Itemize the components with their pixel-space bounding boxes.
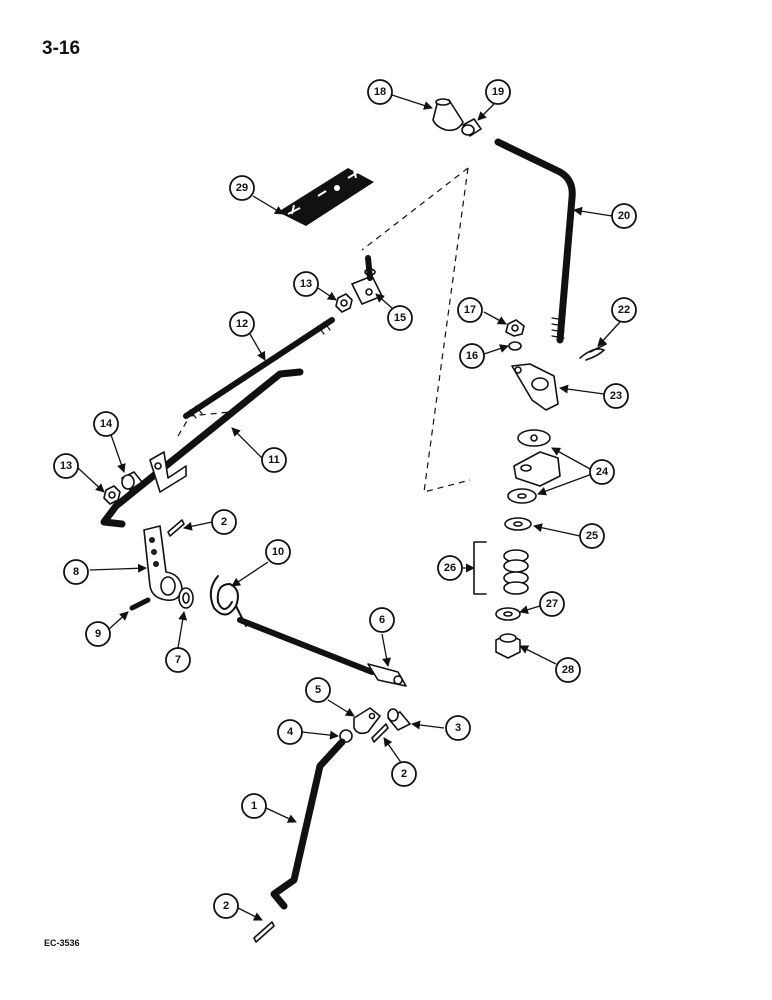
callout-20: 20 (611, 203, 637, 229)
callout-28: 28 (555, 657, 581, 683)
callout-3: 3 (445, 715, 471, 741)
bushing (461, 118, 482, 137)
svg-text:9: 9 (95, 628, 101, 640)
clevis-pin (387, 708, 411, 731)
bracket (149, 451, 187, 493)
callout-4: 4 (277, 719, 303, 745)
callout-18: 18 (367, 79, 393, 105)
svg-text:13: 13 (300, 278, 312, 290)
callout-25: 25 (579, 523, 605, 549)
shift-lever-rod (494, 138, 576, 344)
washer-27 (495, 607, 521, 621)
svg-text:17: 17 (464, 304, 476, 316)
svg-text:10: 10 (272, 546, 284, 558)
callout-9: 9 (85, 621, 111, 647)
svg-text:25: 25 (586, 530, 598, 542)
washer-25 (504, 517, 532, 531)
lock-washer (508, 341, 522, 351)
callout-14: 14 (93, 411, 119, 437)
callout-24: 24 (589, 459, 615, 485)
svg-text:20: 20 (618, 210, 630, 222)
threaded-rod (183, 317, 335, 419)
drawing-code: EC-3536 (44, 938, 80, 948)
callout-2-upper: 2 (211, 509, 237, 535)
page-number: 3-16 (42, 38, 81, 59)
callout-6: 6 (369, 607, 395, 633)
callout-17: 17 (457, 297, 483, 323)
svg-text:13: 13 (60, 460, 72, 472)
cotter-pin-middle (371, 723, 389, 743)
pin (129, 597, 151, 611)
hair-pin-clip (579, 343, 607, 361)
svg-text:2: 2 (221, 516, 227, 528)
callouts: 18 19 20 29 13 15 17 22 16 23 12 14 11 1… (53, 79, 637, 919)
swivel-fitting (351, 255, 383, 305)
svg-text:14: 14 (100, 418, 113, 430)
callout-10: 10 (265, 539, 291, 565)
dashed-assembly-lines (177, 167, 471, 493)
knob (432, 98, 464, 132)
callout-8: 8 (63, 559, 89, 585)
callout-13-lower: 13 (53, 453, 79, 479)
lever-arm (143, 525, 183, 602)
callout-2-middle: 2 (391, 761, 417, 787)
svg-text:3: 3 (455, 722, 461, 734)
svg-text:28: 28 (562, 664, 574, 676)
leader-lines (77, 94, 621, 921)
svg-text:29: 29 (236, 182, 248, 194)
svg-text:15: 15 (394, 312, 406, 324)
svg-text:27: 27 (546, 598, 558, 610)
svg-text:16: 16 (466, 350, 478, 362)
callout-23: 23 (603, 383, 629, 409)
callout-27: 27 (539, 591, 565, 617)
svg-text:7: 7 (175, 654, 181, 666)
callout-11: 11 (261, 447, 287, 473)
svg-text:11: 11 (268, 454, 280, 466)
callout-2-lower: 2 (213, 893, 239, 919)
callout-26: 26 (437, 555, 463, 581)
svg-text:18: 18 (374, 86, 386, 98)
svg-text:2: 2 (401, 768, 407, 780)
callout-13-upper: 13 (293, 271, 319, 297)
locknut (495, 633, 521, 659)
cotter-pin-upper (167, 519, 185, 537)
svg-text:8: 8 (73, 566, 79, 578)
callout-5: 5 (305, 677, 331, 703)
clevis (353, 707, 381, 735)
washer (178, 587, 194, 609)
svg-text:23: 23 (610, 390, 622, 402)
callout-1: 1 (241, 793, 267, 819)
lever-bracket (511, 363, 559, 411)
callout-29: 29 (229, 175, 255, 201)
bent-rod (100, 368, 304, 528)
svg-text:26: 26 (444, 562, 456, 574)
shift-pattern-decal (278, 168, 374, 226)
nut-upper (335, 293, 353, 313)
shift-shaft (237, 617, 407, 687)
svg-text:4: 4 (287, 726, 294, 738)
svg-text:6: 6 (379, 614, 385, 626)
cotter-pin-lower (253, 921, 275, 943)
plate (507, 429, 561, 504)
callout-7: 7 (165, 647, 191, 673)
spacer (121, 471, 143, 491)
svg-text:1: 1 (251, 800, 257, 812)
nut-17 (505, 319, 525, 337)
spring-washer-stack (473, 541, 529, 595)
svg-text:12: 12 (236, 318, 248, 330)
callout-15: 15 (387, 305, 413, 331)
svg-text:24: 24 (596, 466, 609, 478)
callout-22: 22 (611, 297, 637, 323)
svg-text:5: 5 (315, 684, 321, 696)
nut-lower (103, 485, 121, 505)
svg-text:22: 22 (618, 304, 630, 316)
svg-text:19: 19 (492, 86, 504, 98)
callout-19: 19 (485, 79, 511, 105)
callout-16: 16 (459, 343, 485, 369)
control-rod (270, 738, 346, 910)
svg-text:2: 2 (223, 900, 229, 912)
callout-12: 12 (229, 311, 255, 337)
